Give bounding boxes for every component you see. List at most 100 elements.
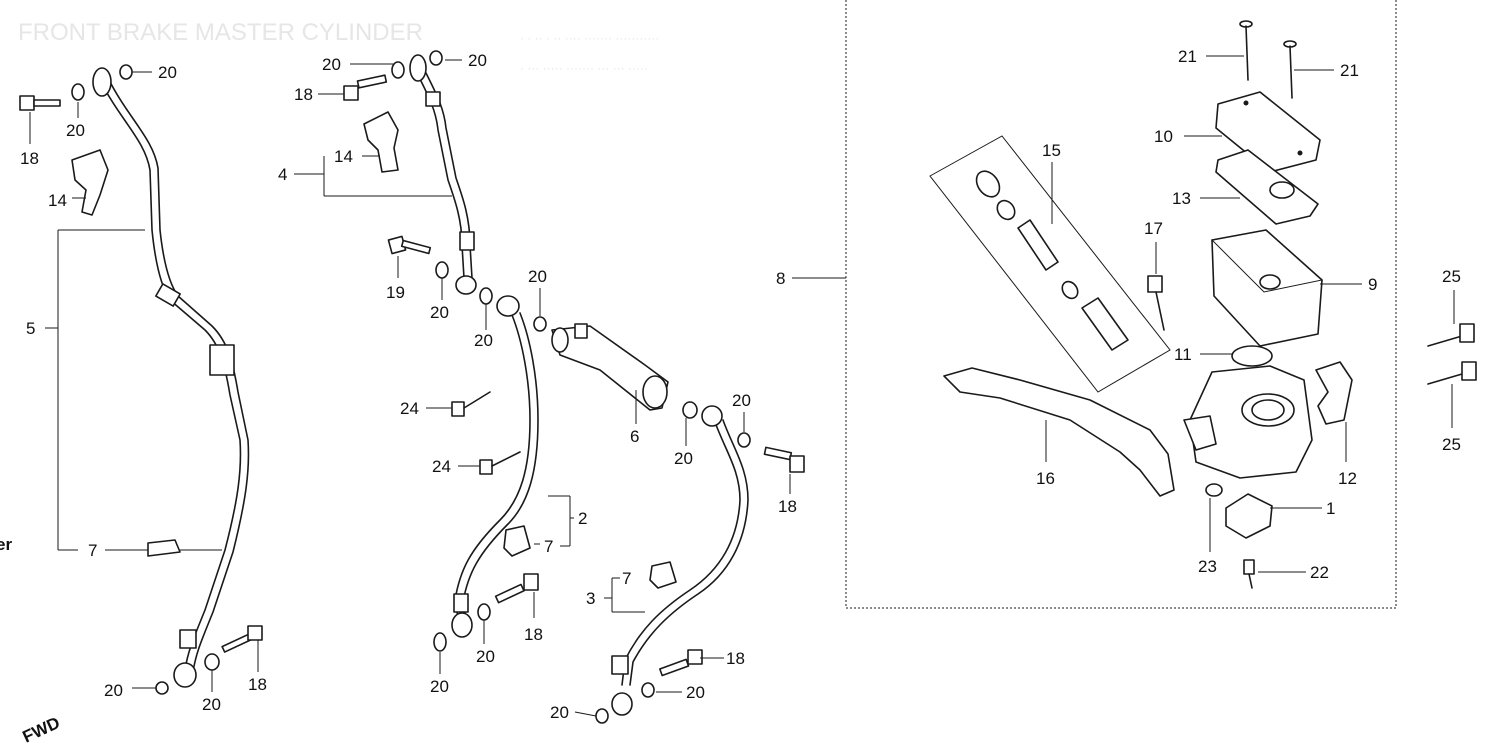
diagram-title: FRONT BRAKE MASTER CYLINDER xyxy=(18,19,423,46)
banjo-bolt-18-center-bottom xyxy=(494,573,539,604)
callout-3: 3 xyxy=(586,589,595,608)
callout-25: 25 xyxy=(1442,435,1461,454)
brake-lever-16 xyxy=(943,367,1175,497)
washer-20-right-bottom-a xyxy=(641,682,655,698)
washer-20-right-top xyxy=(737,432,751,448)
washer-20-joint xyxy=(682,401,698,419)
callout-5: 5 xyxy=(26,319,35,338)
callout-21: 21 xyxy=(1178,47,1197,66)
callout-20: 20 xyxy=(322,55,341,74)
washer-20-left-a xyxy=(71,83,85,101)
callout-23: 23 xyxy=(1198,557,1217,576)
boot-14-left xyxy=(71,149,109,216)
callout-20: 20 xyxy=(674,449,693,468)
bolt-19 xyxy=(387,235,432,255)
washer-20-center-mid-b xyxy=(479,287,493,305)
cut-off-label: er xyxy=(0,535,12,554)
bolt-25-upper xyxy=(1427,323,1475,347)
callout-20: 20 xyxy=(430,303,449,322)
callout-20: 20 xyxy=(528,267,547,286)
callout-11: 11 xyxy=(1174,345,1192,364)
callout-18: 18 xyxy=(248,675,267,694)
callout-16: 16 xyxy=(1036,469,1055,488)
leader-lines-right xyxy=(1045,55,1455,573)
callout-17: 17 xyxy=(1144,219,1163,238)
holder-12 xyxy=(1315,361,1353,425)
callout-20: 20 xyxy=(66,121,85,140)
brake-hose-2 xyxy=(451,295,539,638)
callout-20: 20 xyxy=(468,51,487,70)
leader-lines-left xyxy=(29,71,259,692)
screw-22 xyxy=(1243,559,1255,589)
washer-20-center-bottom-b xyxy=(477,603,491,621)
callout-22: 22 xyxy=(1310,563,1329,582)
washer-20-left-b xyxy=(119,64,133,80)
leader-lines-center xyxy=(294,59,541,330)
banjo-bolt-18-right-top xyxy=(763,446,805,473)
callout-20: 20 xyxy=(732,391,751,410)
callout-20: 20 xyxy=(550,703,569,722)
callout-20: 20 xyxy=(104,681,123,700)
callout-10: 10 xyxy=(1154,127,1173,146)
callout-9: 9 xyxy=(1368,275,1377,294)
callout-12: 12 xyxy=(1338,469,1357,488)
callout-2: 2 xyxy=(578,509,587,528)
washer-20-left-bottom-a xyxy=(155,681,169,695)
brake-hose-assembly-5 xyxy=(92,67,250,688)
master-cylinder-group-box xyxy=(792,0,1397,609)
callout-25: 25 xyxy=(1442,267,1461,286)
callout-13: 13 xyxy=(1172,189,1191,208)
o-ring-11 xyxy=(1231,345,1273,367)
washer-23 xyxy=(1205,483,1223,497)
callout-19: 19 xyxy=(386,283,405,302)
washer-20-center-bottom-a xyxy=(433,632,447,652)
screw-21-left xyxy=(1239,20,1253,81)
callout-7: 7 xyxy=(622,569,631,588)
callout-18: 18 xyxy=(294,85,313,104)
screw-21-right xyxy=(1283,40,1297,99)
banjo-bolt-18-left-bottom xyxy=(221,625,263,653)
brake-hose-4 xyxy=(409,54,477,295)
washer-20-center-mid-c xyxy=(533,316,547,332)
bolt-25-lower xyxy=(1427,361,1477,385)
brake-joint-6 xyxy=(551,323,669,411)
master-cylinder-body-9 xyxy=(1210,229,1324,347)
callout-20: 20 xyxy=(476,647,495,666)
callout-18: 18 xyxy=(20,149,39,168)
callout-4: 4 xyxy=(278,165,287,184)
callout-6: 6 xyxy=(630,427,639,446)
callout-14: 14 xyxy=(334,147,353,166)
brake-switch-1 xyxy=(1225,493,1273,539)
fwd-indicator: FWD xyxy=(20,713,63,743)
banjo-bolt-18-left-top xyxy=(19,95,61,111)
callout-18: 18 xyxy=(726,649,745,668)
callout-15: 15 xyxy=(1042,141,1061,160)
callout-1: 1 xyxy=(1326,499,1335,518)
banjo-bolt-18-right-bottom xyxy=(659,649,703,677)
bleed-screw-17 xyxy=(1147,275,1165,331)
callout-7: 7 xyxy=(88,541,97,560)
banjo-bolt-18-center-top xyxy=(343,74,388,101)
bolt-24-lower xyxy=(479,451,521,475)
leader-lines-center-right xyxy=(426,390,791,717)
callout-20: 20 xyxy=(158,63,177,82)
callout-20: 20 xyxy=(686,683,705,702)
callout-20: 20 xyxy=(474,331,493,350)
washer-20-right-bottom-b xyxy=(595,708,609,724)
bolt-24-upper xyxy=(451,391,491,417)
piston-kit-15 xyxy=(929,135,1171,393)
callout-21: 21 xyxy=(1340,61,1359,80)
callout-18: 18 xyxy=(778,497,797,516)
faint-header-line-1: · · ·· · ·· ···· ······· ··········· xyxy=(520,31,659,45)
diaphragm-13 xyxy=(1215,149,1319,225)
reservoir-cap-10 xyxy=(1215,91,1321,173)
washer-20-center-mid-a xyxy=(435,261,449,279)
callout-8: 8 xyxy=(776,269,785,288)
callout-20: 20 xyxy=(430,677,449,696)
callout-24: 24 xyxy=(400,399,419,418)
callout-24: 24 xyxy=(432,457,451,476)
callout-20: 20 xyxy=(202,695,221,714)
callout-14: 14 xyxy=(48,191,67,210)
callout-7: 7 xyxy=(544,537,553,556)
